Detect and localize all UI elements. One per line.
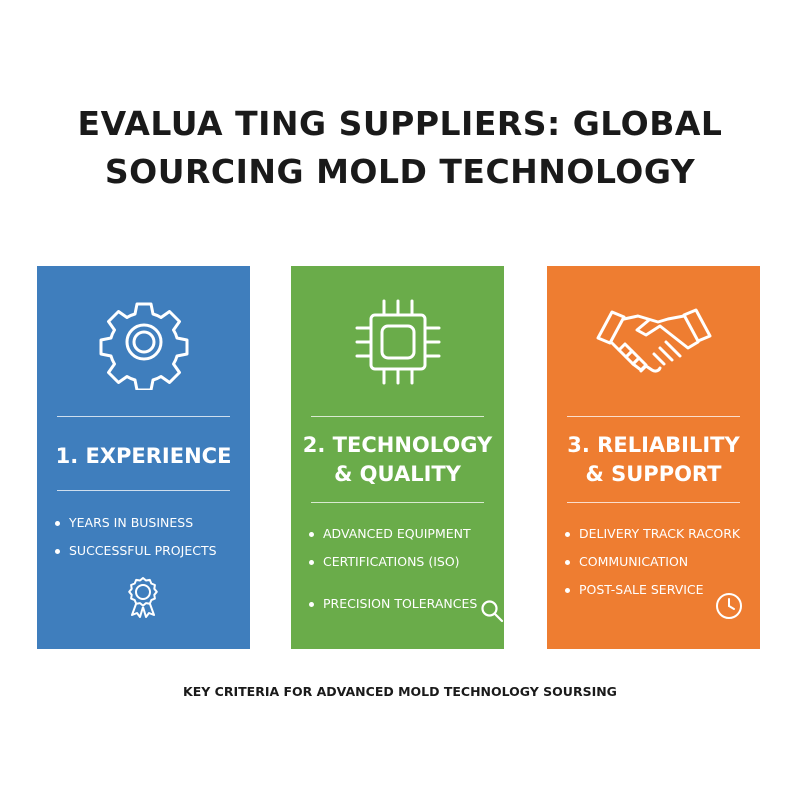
list-item-label: POST-SALE SERVICE — [579, 582, 704, 597]
criteria-list: ADVANCED EQUIPMENT CERTIFICATIONS (ISO) … — [309, 526, 498, 612]
bullet-icon — [309, 560, 314, 565]
list-item: DELIVERY TRACK RACORK — [565, 526, 754, 542]
card-heading: 3. RELIABILITY & SUPPORT — [547, 431, 760, 489]
clock-icon — [714, 591, 744, 625]
bullet-icon — [309, 602, 314, 607]
card-heading: 1. EXPERIENCE — [37, 442, 250, 471]
card-reliability-support: 3. RELIABILITY & SUPPORT DELIVERY TRACK … — [547, 266, 760, 649]
list-item: PRECISION TOLERANCES — [309, 596, 498, 612]
bullet-icon — [565, 532, 570, 537]
list-item-label: COMMUNICATION — [579, 554, 689, 569]
card-heading-line-1: 3. RELIABILITY — [567, 433, 740, 457]
list-item-label: PRECISION TOLERANCES — [323, 596, 478, 611]
chip-icon — [291, 292, 504, 392]
bullet-icon — [55, 521, 60, 526]
card-heading-line-1: 2. TECHNOLOGY — [302, 433, 493, 457]
award-ribbon-icon — [125, 576, 161, 622]
list-item: POST-SALE SERVICE — [565, 582, 754, 598]
handshake-icon — [547, 292, 760, 392]
page-title: EVALUA TING SUPPLIERS: GLOBAL SOURCING M… — [0, 100, 800, 196]
bullet-icon — [309, 532, 314, 537]
list-item: ADVANCED EQUIPMENT — [309, 526, 498, 542]
card-experience: 1. EXPERIENCE YEARS IN BUSINESS SUCCESSF… — [37, 266, 250, 649]
list-item-label: DELIVERY TRACK RACORK — [579, 526, 741, 541]
list-item: CERTIFICATIONS (ISO) — [309, 554, 498, 570]
criteria-list: DELIVERY TRACK RACORK COMMUNICATION POST… — [565, 526, 754, 598]
card-heading-line-1: 1. EXPERIENCE — [55, 444, 232, 468]
title-line-2: SOURCING MOLD TECHNOLOGY — [104, 152, 696, 191]
card-technology-quality: 2. TECHNOLOGY & QUALITY ADVANCED EQUIPME… — [291, 266, 504, 649]
list-item-label: CERTIFICATIONS (ISO) — [323, 554, 460, 569]
list-item: COMMUNICATION — [565, 554, 754, 570]
bullet-icon — [565, 560, 570, 565]
bullet-icon — [565, 588, 570, 593]
list-item-label: ADVANCED EQUIPMENT — [323, 526, 471, 541]
title-line-1: EVALUA TING SUPPLIERS: GLOBAL — [77, 104, 723, 143]
divider-bottom — [311, 502, 484, 503]
criteria-list: YEARS IN BUSINESS SUCCESSFUL PROJECTS — [55, 515, 244, 559]
divider-bottom — [567, 502, 740, 503]
gear-icon — [37, 292, 250, 392]
list-item-label: SUCCESSFUL PROJECTS — [69, 543, 217, 558]
magnifier-icon — [480, 599, 504, 627]
list-item: SUCCESSFUL PROJECTS — [55, 543, 244, 559]
bullet-icon — [55, 549, 60, 554]
card-heading: 2. TECHNOLOGY & QUALITY — [291, 431, 504, 489]
caption: KEY CRITERIA FOR ADVANCED MOLD TECHNOLOG… — [183, 684, 617, 699]
list-item: YEARS IN BUSINESS — [55, 515, 244, 531]
card-heading-line-2: & QUALITY — [334, 462, 461, 486]
list-item-label: YEARS IN BUSINESS — [69, 515, 194, 530]
divider-bottom — [57, 490, 230, 491]
divider-top — [567, 416, 740, 417]
divider-top — [57, 416, 230, 417]
divider-top — [311, 416, 484, 417]
card-heading-line-2: & SUPPORT — [585, 462, 722, 486]
